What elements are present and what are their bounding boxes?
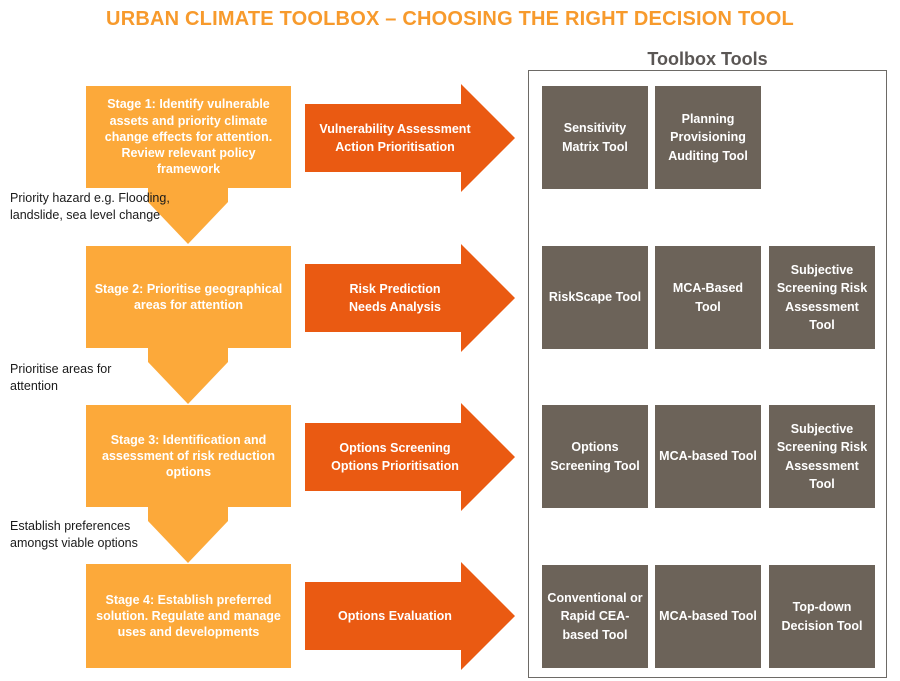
process-arrow-4 bbox=[305, 562, 515, 670]
stage-2-arrow bbox=[86, 246, 291, 404]
tool-riskscape: RiskScape Tool bbox=[542, 246, 648, 349]
tool-options-screening: Options Screening Tool bbox=[542, 405, 648, 508]
process-4-line-1: Options Evaluation bbox=[338, 608, 452, 623]
process-label-4: Options Evaluation bbox=[305, 582, 485, 650]
stage-1-arrow bbox=[86, 86, 291, 244]
stage-2-label: Stage 2: Prioritise geographical areas f… bbox=[94, 281, 283, 312]
process-2-line-1: Risk Prediction bbox=[349, 281, 441, 296]
stage-3-arrow bbox=[86, 405, 291, 563]
tool-sensitivity-matrix: Sensitivity Matrix Tool bbox=[542, 86, 648, 189]
tool-planning-provisioning-auditing: Planning Provisioning Auditing Tool bbox=[655, 86, 761, 189]
tool-mca-based-row3: MCA-based Tool bbox=[655, 405, 761, 508]
stage-4-box bbox=[86, 564, 291, 668]
tool-conventional-rapid-cea: Conventional or Rapid CEA-based Tool bbox=[542, 565, 648, 668]
process-3-line-1: Options Screening bbox=[339, 440, 451, 455]
tool-mca-based-row4: MCA-based Tool bbox=[655, 565, 761, 668]
toolbox-frame bbox=[528, 70, 887, 678]
stage-1-label: Stage 1: Identify vulnerable assets and … bbox=[104, 97, 273, 177]
process-arrow-2 bbox=[305, 244, 515, 352]
process-3-line-2: Options Prioritisation bbox=[331, 459, 459, 473]
tool-subjective-screening-row2: Subjective Screening Risk Assessment Too… bbox=[769, 246, 875, 349]
process-arrow-1 bbox=[305, 84, 515, 192]
tool-top-down-decision: Top-down Decision Tool bbox=[769, 565, 875, 668]
connector-label-3: Establish preferences amongst viable opt… bbox=[10, 519, 138, 550]
tool-subjective-screening-row3: Subjective Screening Risk Assessment Too… bbox=[769, 405, 875, 508]
stage-4-label: Stage 4: Establish preferred solution. R… bbox=[96, 592, 281, 640]
connector-label-1: Priority hazard e.g. Flooding, landslide… bbox=[10, 191, 170, 222]
stage-3-label: Stage 3: Identification and assessment o… bbox=[102, 432, 275, 480]
tool-mca-based-row2: MCA-Based Tool bbox=[655, 246, 761, 349]
process-2-line-2: Needs Analysis bbox=[349, 300, 441, 314]
process-1-line-1: Vulnerability Assessment bbox=[319, 121, 471, 136]
page-title: URBAN CLIMATE TOOLBOX – CHOOSING THE RIG… bbox=[106, 8, 794, 30]
connector-label-2: Prioritise areas for attention bbox=[10, 362, 112, 393]
toolbox-title: Toolbox Tools bbox=[647, 49, 768, 69]
process-1-line-2: Action Prioritisation bbox=[335, 140, 455, 154]
process-arrow-3 bbox=[305, 403, 515, 511]
